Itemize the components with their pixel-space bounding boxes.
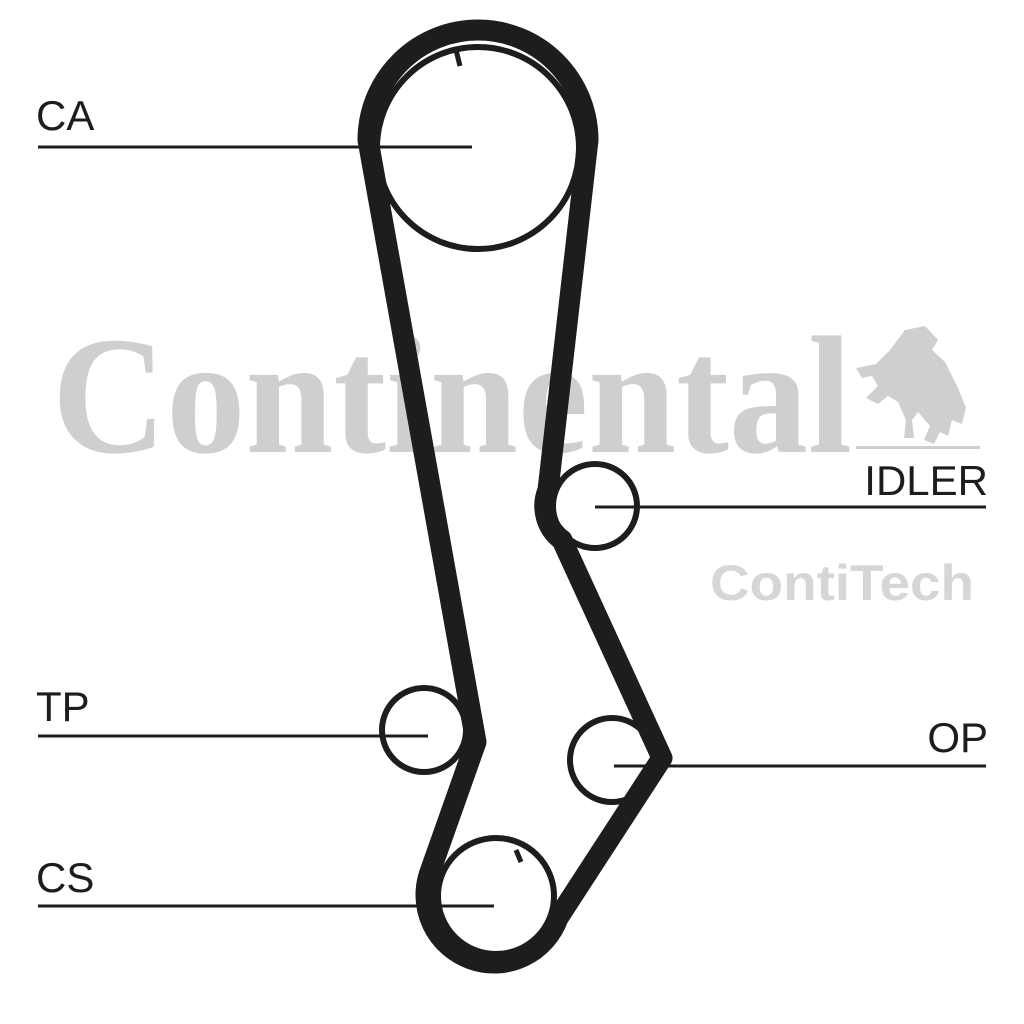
cs-label: CS [36,854,94,901]
tensioner-pulley [379,685,469,775]
contitech-watermark: ContiTech [710,555,974,611]
continental-watermark: Continental [52,303,852,489]
ca-label: CA [36,92,94,139]
op-label: OP [927,714,988,761]
watermark: Continental ContiTech [52,303,980,611]
crankshaft-pulley [435,835,557,957]
oil-pump-pulley [567,715,657,805]
timing-belt [357,19,673,974]
rearing-horse-icon [856,326,980,449]
idler-label: IDLER [864,457,988,504]
tp-label: TP [36,683,90,730]
